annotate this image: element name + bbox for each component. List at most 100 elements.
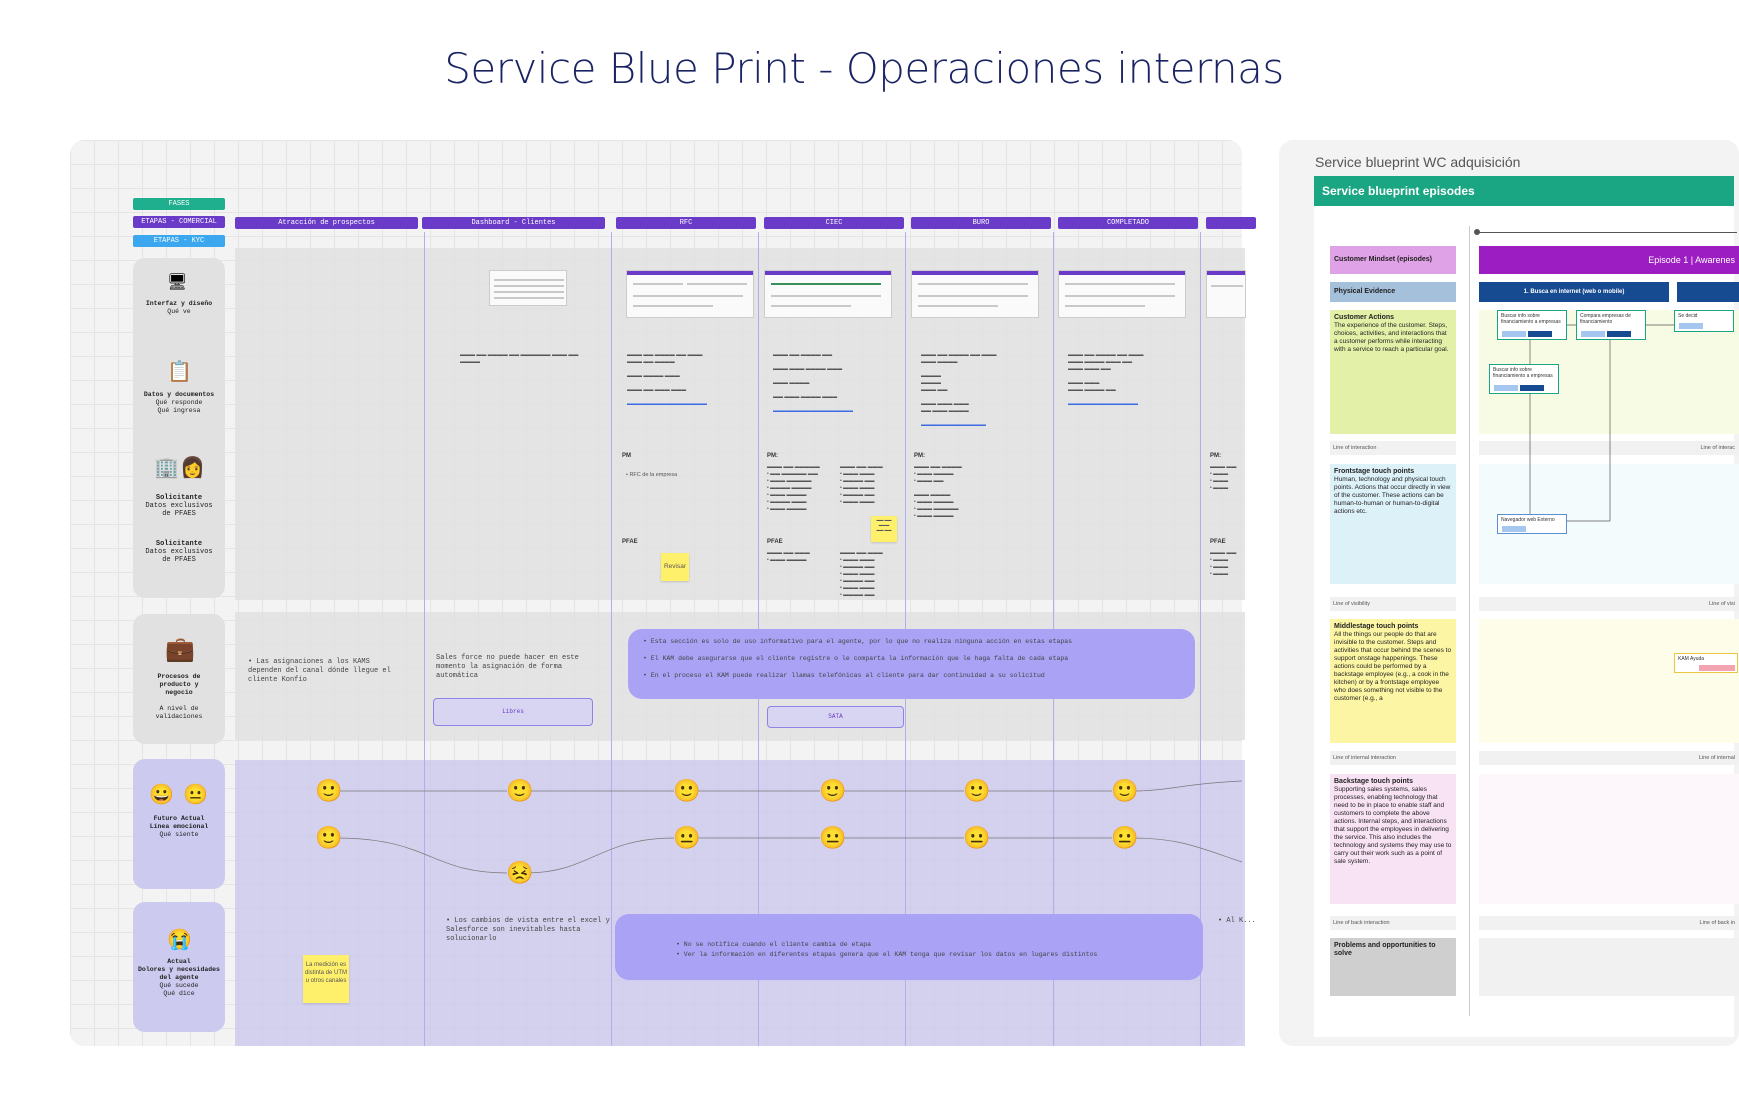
buro-note-text: ▬▬▬ ▬▬ ▬▬▬▬ ▬▬ ▬▬▬▬▬▬ ▬▬▬▬▬▬▬▬▬▬▬▬▬▬▬ ▬▬… [921,352,997,428]
slight-smile-icon: 🙂 [315,825,343,850]
fases-tag: FASES [133,198,225,210]
backstage-lane [1479,774,1739,904]
episode-banner: Episode 1 | Awarenes [1479,246,1739,274]
screenshot-thumbnail-rfc[interactable] [626,270,754,318]
service-blueprint-board[interactable]: FASES ETAPAS - COMERCIAL ETAPAS - KYC At… [70,140,1256,1046]
column-divider [611,232,612,1046]
ciec-note-text: ▬▬▬ ▬▬ ▬▬▬▬ ▬▬▬▬▬ ▬▬▬ ▬▬▬▬ ▬▬▬▬▬▬ ▬▬▬▬▬▬… [773,352,853,414]
ciec-pfae-list: ▬▬▬ ▬▬ ▬▬▬• ▬▬▬ ▬▬▬▬ [767,550,810,563]
pm-label-ciec: PM: [767,453,778,459]
notifica-note-box[interactable] [615,914,1203,980]
line-of-internal-interaction: Line of internal interaction [1330,751,1456,765]
info-note-box[interactable] [628,629,1195,699]
revisar-sticky-note[interactable]: Revisar [661,553,689,581]
physical-evidence-label: Physical Evidence [1330,282,1456,302]
flow-card[interactable]: Se decid [1674,310,1734,332]
flow-card[interactable]: Compara empresas de financiamiento [1576,310,1646,340]
angry-face-icon: 😣 [506,860,534,885]
timeline-dot [1474,229,1480,235]
emotion-connector [1131,837,1243,863]
pfae-label-next: PFAE [1210,539,1226,545]
completado-note-text: ▬▬▬ ▬▬ ▬▬▬▬ ▬▬ ▬▬▬▬▬▬ ▬▬▬▬ ▬▬▬ ▬▬▬▬▬ ▬▬▬… [1068,352,1144,407]
screenshot-thumbnail-ciec[interactable] [764,270,892,318]
ciec-sticky-note[interactable]: ▬▬ ▬▬▬▬▬▬▬ ▬▬ [871,516,897,542]
etapas-comercial-tag: ETAPAS - COMERCIAL [133,216,225,228]
next-pfae-list: ▬▬▬ ▬▬• ▬▬▬• ▬▬▬• ▬▬▬ [1210,550,1237,577]
emotion-connector [525,837,675,874]
slight-smile-icon: 🙂 [819,778,847,803]
etapas-kyc-tag: ETAPAS - KYC [133,235,225,247]
row-caption-procesos [133,614,225,744]
ciec-pm-list-2: ▬▬▬ ▬▬ ▬▬▬• ▬▬▬ ▬▬▬• ▬▬▬▬ ▬▬• ▬▬▬ ▬▬▬• ▬… [840,464,883,505]
lane-emocional [235,760,1245,1046]
screenshot-thumbnail-buro[interactable] [911,270,1039,318]
dashboard-note-text: ▬▬▬ ▬▬ ▬▬▬▬ ▬▬ ▬▬▬▬▬▬ ▬▬▬ ▬▬ ▬▬▬▬ [460,352,579,365]
flow-card[interactable]: KAM Ayuda [1674,653,1738,673]
emotion-line-chart [335,780,1243,874]
column-header-buro: BURO [911,217,1051,229]
blueprint-sheet-header: Service blueprint episodes [1314,176,1734,206]
column-header-dashboard: Dashboard - Clientes [422,217,605,229]
info-line-1: • Esta sección es solo de uso informativ… [643,638,1073,645]
column-header-atraccion: Atracción de prospectos [235,217,418,229]
column-header-completado: COMPLETADO [1058,217,1198,229]
info-line-3: • En el proceso el KAM puede realizar ll… [643,672,1045,679]
next-pm-list: ▬▬▬ ▬▬• ▬▬▬• ▬▬▬• ▬▬▬ [1210,464,1237,491]
al-ka-note: • Al K... [1218,917,1256,925]
sata-button[interactable]: SATA [767,706,904,728]
pm-label-next: PM: [1210,453,1221,459]
line-of-interaction: Line of interaction [1330,441,1456,455]
pfae-label: PFAE [622,539,638,545]
monitor-icon: 🖥 [167,274,188,291]
screenshot-thumbnail-next[interactable] [1206,270,1246,318]
ciec-pm-list: ▬▬▬ ▬▬ ▬▬▬▬▬• ▬▬ ▬▬▬▬▬ ▬▬• ▬▬▬ ▬▬▬▬▬• ▬▬… [767,464,820,512]
column-header-rfc: RFC [616,217,756,229]
problems-lane [1479,938,1739,996]
flow-card[interactable]: Buscar info sobre financiamiento a empre… [1497,310,1567,340]
line-of-interaction-right: Line of interac [1479,441,1739,455]
column-divider [1200,232,1201,1046]
step2-banner [1677,282,1739,302]
ciec-pfae-list-2: ▬▬▬ ▬▬ ▬▬▬• ▬▬▬ ▬▬▬• ▬▬▬▬ ▬▬• ▬▬▬ ▬▬▬• ▬… [840,550,883,598]
person-icon: 👩 [180,457,205,479]
slight-smile-icon: 🙂 [506,778,534,803]
service-blueprint-wc-board[interactable]: Service blueprint WC adquisición Service… [1279,140,1739,1046]
flow-card[interactable]: Navegador web Externo [1497,514,1567,534]
screenshot-thumbnail-completado[interactable] [1058,270,1186,318]
pm-label-buro: PM: [914,453,925,459]
cambios-note: • Los cambios de vista entre el excel y … [446,917,610,943]
slight-smile-icon: 🙂 [963,778,991,803]
slight-smile-icon: 🙂 [315,778,343,803]
neutral-face-icon: 😐 [183,784,208,806]
slight-smile-icon: 🙂 [1111,778,1139,803]
emotion-connector [1131,780,1243,792]
line-of-back-right: Line of back in [1479,916,1739,930]
pfae-label-ciec: PFAE [767,539,783,545]
column-header-ciec: CIEC [764,217,904,229]
line-of-internal-right: Line of internal [1479,751,1739,765]
salesforce-note: Sales force no puede hacer en este momen… [436,654,579,680]
libres-button[interactable]: Libres [433,698,593,726]
crying-face-icon: 😭 [167,929,192,951]
column-divider [1469,226,1470,1016]
medicion-sticky-note[interactable]: La medición es distinta de UTM u otros c… [303,955,349,1003]
neutral-face-icon: 😐 [673,825,701,850]
screenshot-thumbnail-dashboard[interactable] [489,270,567,306]
blueprint-sheet: Service blueprint episodes Customer Mind… [1314,176,1739,1037]
timeline-line [1477,232,1737,233]
info-line-2: • El KAM debe asegurarse que el cliente … [643,655,1069,662]
emotion-connector [335,837,508,874]
buro-pm-list: ▬▬▬ ▬▬ ▬▬▬▬• ▬▬▬ ▬▬▬▬• ▬▬▬ ▬▬▬▬▬ ▬▬▬▬• ▬… [914,464,962,519]
neutral-face-icon: 😐 [819,825,847,850]
pm-label: PM [622,453,631,459]
flow-card[interactable]: Buscar info sobre financiamiento a empre… [1489,364,1559,394]
